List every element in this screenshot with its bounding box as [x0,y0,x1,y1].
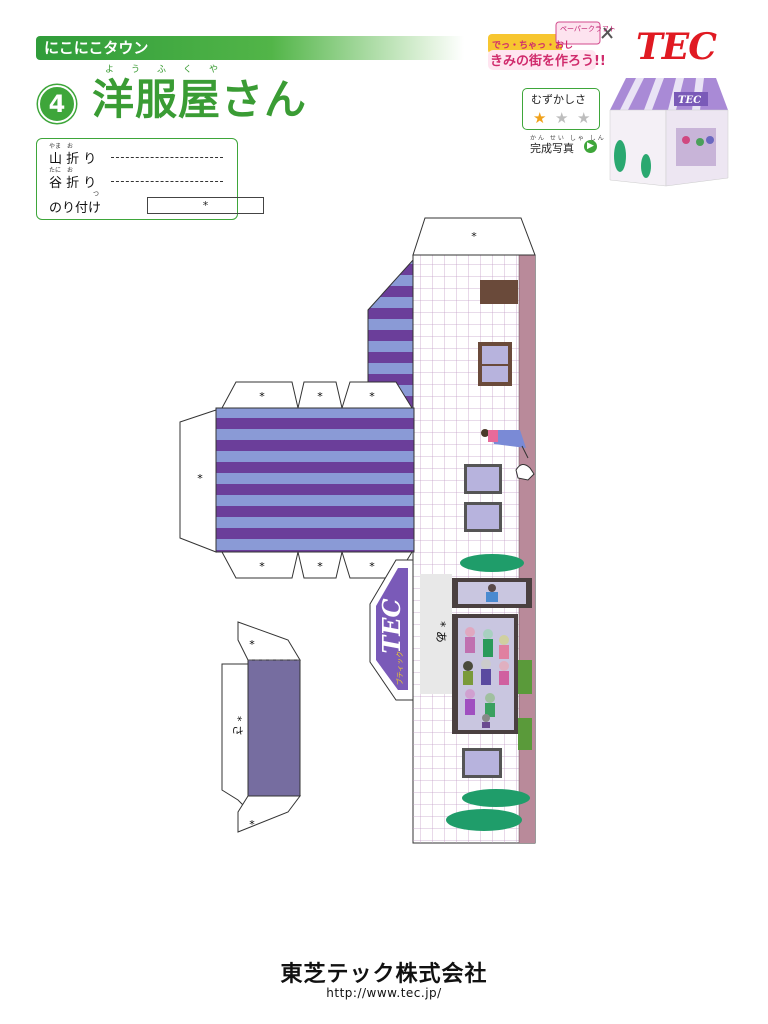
star-empty-icon: ★ [577,109,591,127]
glue-mark: * [259,560,265,573]
valley-fold-line [111,181,223,182]
window-middle-1 [464,464,502,494]
glue-label: のり付け [49,201,102,216]
window-upper [478,342,512,386]
glue-mark: * [197,472,203,485]
mountain-fold-ruby: やま お [49,143,74,150]
fold-legend: やま お 山 折 り たに お 谷 折 り つ のり付け * [36,138,264,220]
glue-ruby: つ [93,191,100,198]
glue-mark: * [369,560,375,573]
mountain-fold-label: 山 折 り [49,152,97,167]
series-banner: にこにこタウン [36,36,464,60]
dog-figure [515,464,535,481]
valley-fold-label: 谷 折 り [49,176,97,191]
glue-sample-box: * [147,197,264,214]
glue-mark: * [249,818,255,831]
window-middle-2 [464,502,502,532]
mannequins [463,627,509,728]
difficulty-label: むずかしさ [531,93,586,106]
flower-box-1 [518,660,532,694]
star-filled-icon: ★ [533,109,547,127]
shop-sign-text: TEC [377,598,406,653]
glue-mark: * [369,390,375,403]
roof-tab-left: * [179,409,217,553]
completed-photo-label: 完成写真 [530,142,574,155]
kimi-logo-small: でっ・ちゃっ・おし [492,40,573,51]
photo-sign-text: TEC [678,95,701,106]
chevron-right-icon: ▶ [584,140,597,153]
striped-roof [215,407,415,553]
door-label: * あ [434,621,448,643]
display-window-upper [452,578,532,608]
kimi-logo-top: ペーパークラフト [560,25,616,33]
side-panel-piece [221,621,301,833]
kimi-logo-main: きみの街を作ろう!! [490,53,606,69]
glue-mark: * [317,390,323,403]
page-title: 洋服屋さん [92,75,308,124]
walking-woman-figure [481,429,529,459]
hedge [460,554,524,572]
display-window-main [452,614,518,734]
shop-sign-subtext: ブティック [395,651,404,686]
glue-tab-top: * [412,217,536,256]
window-lower [462,748,502,778]
window-dark [480,280,518,304]
number-badge: 4 [38,85,76,123]
wall-panel [412,254,536,844]
difficulty-box: むずかしさ ★ ★ ★ [522,88,600,130]
star-empty-icon: ★ [555,109,569,127]
roof-tabs-top [221,381,413,409]
company-url[interactable]: http://www.tec.jp/ [326,986,442,1000]
mountain-fold-line [111,157,223,158]
title-ruby: ようふくや [105,65,236,75]
door-panel [420,574,452,694]
hedge [462,789,530,807]
photo-ruby: かん せい しゃ しん [530,135,606,142]
shop-sign-panel [369,559,414,701]
tec-logo: TEC [636,26,717,68]
completed-shop-photo: TEC [609,78,729,187]
glue-mark: * [471,230,477,243]
valley-fold-ruby: たに お [49,167,74,174]
company-name: 東芝テック株式会社 [280,962,488,987]
piece-label: * さ [231,716,244,736]
glue-mark: * [317,560,323,573]
glue-mark: * [259,390,265,403]
hedge [446,809,522,831]
glue-mark: * [249,638,255,651]
kimi-town-logo: でっ・ちゃっ・おし ペーパークラフト きみの街を作ろう!! [488,21,616,70]
flower-box-2 [518,718,532,750]
